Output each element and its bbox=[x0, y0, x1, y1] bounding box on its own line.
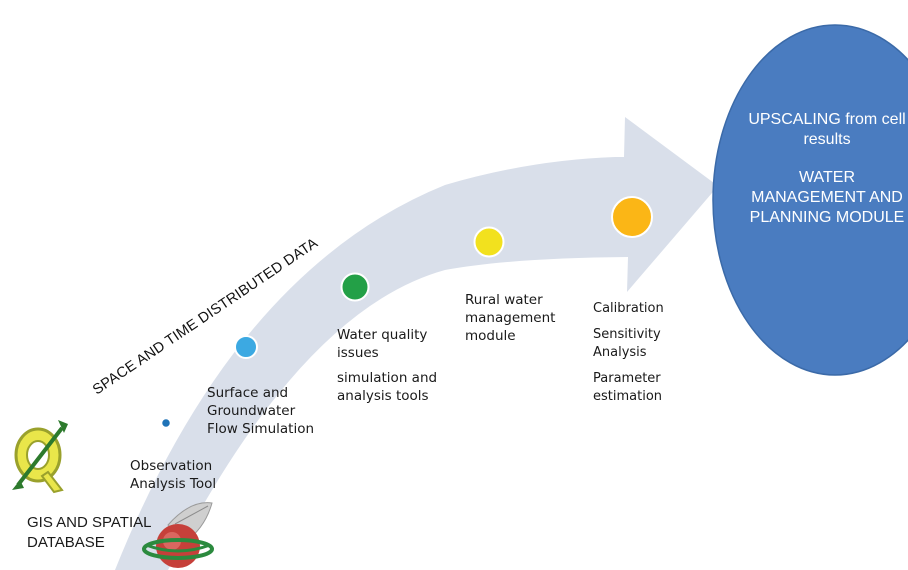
stage-label-line: Flow Simulation bbox=[207, 421, 315, 437]
stage-label-line: module bbox=[465, 328, 516, 344]
stage-dot-rural-water bbox=[473, 226, 505, 258]
stage-label-line: Analysis Tool bbox=[130, 476, 217, 492]
circle-text-line1: UPSCALING from cell bbox=[748, 111, 906, 128]
stage-label-line: estimation bbox=[593, 389, 663, 404]
stage-label-line: Groundwater bbox=[207, 403, 296, 419]
stage-label-line: management bbox=[465, 310, 556, 326]
gis-database-label: GIS AND SPATIAL DATABASE bbox=[27, 513, 151, 553]
stage-label-line: Sensitivity bbox=[593, 327, 661, 342]
stage-label-line: Analysis bbox=[593, 345, 647, 360]
stage-label-line: analysis tools bbox=[337, 388, 429, 404]
stage-label-line: Parameter bbox=[593, 371, 661, 386]
circle-text-line2: results bbox=[803, 131, 851, 148]
stage-label-line: Calibration bbox=[593, 301, 664, 316]
circle-text-line3: WATER bbox=[799, 169, 855, 186]
circle-text-line4: MANAGEMENT AND bbox=[751, 189, 903, 206]
stage-label-line: simulation and bbox=[337, 370, 438, 386]
stage-dot-observation bbox=[160, 417, 172, 429]
stage-label-line: Observation bbox=[130, 458, 213, 474]
upscaling-circle-text: UPSCALING from cell results WATER MANAGE… bbox=[727, 110, 908, 228]
stage-dot-calibration bbox=[611, 196, 653, 238]
stage-label-line: Rural water bbox=[465, 292, 543, 308]
stage-label-line: issues bbox=[337, 345, 379, 361]
calibration-label: Calibration Sensitivity Analysis Paramet… bbox=[593, 300, 664, 406]
observation-analysis-label: Observation Analysis Tool bbox=[130, 457, 216, 493]
gis-label-line2: DATABASE bbox=[27, 534, 105, 551]
flow-arrow bbox=[115, 117, 718, 570]
water-quality-label: Water quality issues simulation and anal… bbox=[337, 326, 437, 405]
surface-groundwater-label: Surface and Groundwater Flow Simulation bbox=[207, 384, 314, 438]
upscaling-circle bbox=[712, 24, 908, 376]
stage-dot-water-quality bbox=[340, 272, 370, 302]
qgis-logo-icon bbox=[12, 420, 68, 494]
stage-dot-surface-groundwater bbox=[234, 335, 258, 359]
stage-label-line: Water quality bbox=[337, 327, 428, 343]
grass-gis-logo-icon bbox=[142, 502, 214, 568]
stage-label-line: Surface and bbox=[207, 385, 289, 401]
circle-text-line5: PLANNING MODULE bbox=[749, 209, 905, 226]
gis-label-line1: GIS AND SPATIAL bbox=[27, 514, 152, 531]
rural-water-label: Rural water management module bbox=[465, 291, 555, 345]
